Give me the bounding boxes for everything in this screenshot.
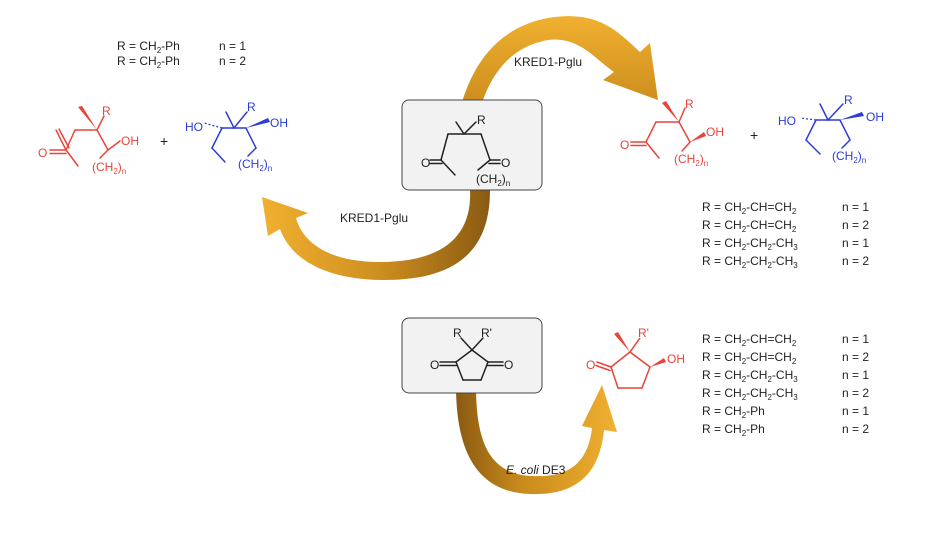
diol-tr-chain: (CH2)n: [832, 149, 866, 165]
ketol-tr-r: R: [685, 97, 694, 111]
ketol-tl-o: O: [38, 146, 47, 160]
substituent-n-value: n = 1: [842, 404, 869, 418]
substituent-n-value: n = 2: [219, 54, 246, 68]
substituent-formula: R = CH2-CH=CH2: [702, 350, 797, 366]
substituent-list-top-right: R = CH2-CH=CH2 n = 1 R = CH2-CH=CH2 n = 2 R …: [702, 200, 869, 270]
diol-tl-chain: (CH2)n: [238, 157, 272, 173]
ketol-tr-oh: OH: [706, 125, 724, 139]
product-top-right-ketol: O OH R (CH2)n: [620, 97, 724, 168]
diol-tl-oh: OH: [270, 116, 288, 130]
substituent-list-top-left: R = CH2-Ph n = 1 R = CH2-Ph n = 2: [117, 39, 246, 70]
substrate-top-o-left: O: [421, 156, 430, 170]
arrow-left-enzyme: [262, 190, 490, 280]
diol-tr-oh: OH: [866, 110, 884, 124]
substrate-top-chain: (CH2)n: [476, 172, 510, 188]
substrate-bottom-r-prime: R': [481, 326, 492, 340]
diol-tr-r: R: [844, 93, 853, 107]
substituent-n-value: n = 2: [842, 350, 869, 364]
substrate-top-o-right: O: [501, 156, 510, 170]
substituent-n-value: n = 1: [842, 200, 869, 214]
product-bottom-ketol: O OH R': [586, 326, 685, 389]
substrate-bottom-o-left: O: [430, 358, 439, 372]
diol-tr-ho: HO: [778, 114, 796, 128]
ketol-tl-chain: (CH2)n: [92, 160, 126, 176]
substituent-formula: R = CH2-CH2-CH3: [702, 386, 798, 402]
substituent-formula: R = CH2-CH=CH2: [702, 200, 797, 216]
enzyme-label-left: KRED1-Pglu: [340, 211, 408, 225]
substrate-bottom-r: R: [453, 326, 462, 340]
arrow-bottom-enzyme: [456, 385, 617, 495]
substituent-formula: R = CH2-Ph: [117, 39, 180, 55]
substituent-n-value: n = 2: [842, 218, 869, 232]
substituent-list-bottom: R = CH2-CH=CH2 n = 1 R = CH2-CH=CH2 n = 2 R …: [702, 332, 869, 438]
ketol-tr-chain: (CH2)n: [674, 152, 708, 168]
ketol-bottom-oh: OH: [667, 352, 685, 366]
substituent-n-value: n = 1: [842, 368, 869, 382]
ketol-bottom-r-prime: R': [638, 326, 649, 340]
arrow-top-enzyme: [451, 16, 658, 191]
substituent-n-value: n = 1: [842, 332, 869, 346]
substituent-formula: R = CH2-Ph: [117, 54, 180, 70]
product-top-left-ketol: O OH R (CH2)n: [38, 104, 139, 176]
substituent-formula: R = CH2-CH2-CH3: [702, 254, 798, 270]
substrate-bottom-o-right: O: [504, 358, 513, 372]
ketol-tl-oh: OH: [121, 134, 139, 148]
substituent-n-value: n = 2: [842, 422, 869, 436]
substituent-formula: R = CH2-CH2-CH3: [702, 236, 798, 252]
substituent-formula: R = CH2-CH=CH2: [702, 332, 797, 348]
enzyme-label-top: KRED1-Pglu: [514, 55, 582, 69]
product-top-left-diol: HO OH R (CH2)n: [185, 100, 288, 173]
diol-tl-ho: HO: [185, 120, 203, 134]
ketol-bottom-o: O: [586, 358, 595, 372]
substituent-formula: R = CH2-Ph: [702, 404, 765, 420]
substrate-top-r: R: [477, 113, 486, 127]
enzyme-label-bottom: E. coli DE3: [506, 463, 566, 477]
substituent-n-value: n = 2: [842, 254, 869, 268]
product-top-right-diol: HO OH R (CH2)n: [778, 93, 884, 165]
substituent-n-value: n = 1: [842, 236, 869, 250]
substituent-formula: R = CH2-CH=CH2: [702, 218, 797, 234]
substituent-formula: R = CH2-Ph: [702, 422, 765, 438]
substrate-box-top: O O R (CH2)n: [401, 99, 543, 191]
substituent-n-value: n = 1: [219, 39, 246, 53]
diol-tl-r: R: [247, 100, 256, 114]
substituent-formula: R = CH2-CH2-CH3: [702, 368, 798, 384]
ketol-tl-r: R: [102, 104, 111, 118]
ketol-tr-o: O: [620, 138, 629, 152]
substrate-box-bottom: O O R R': [401, 317, 543, 394]
substituent-n-value: n = 2: [842, 386, 869, 400]
plus-top-left: +: [160, 133, 168, 149]
plus-top-right: +: [750, 127, 758, 143]
